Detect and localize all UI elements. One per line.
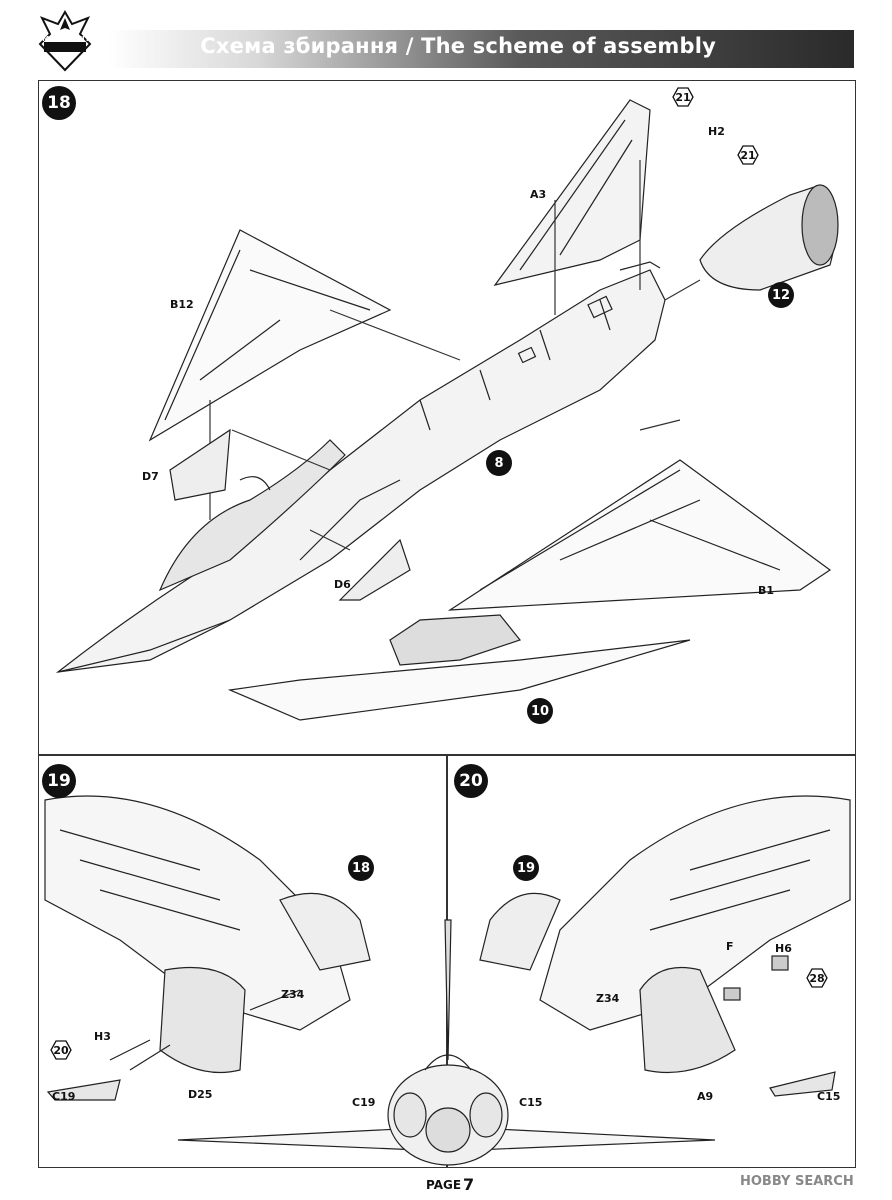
- fuselage-drawing: [55, 261, 666, 673]
- step-20-drawing: [479, 795, 851, 1097]
- part-label-c19-left: C19: [52, 1090, 76, 1103]
- title-bar: [108, 30, 854, 68]
- modelsvit-logo-icon: [38, 10, 92, 72]
- part-label-b12: B12: [170, 298, 194, 311]
- part-label-h2: H2: [708, 125, 725, 138]
- ref-step-10-badge: 10: [527, 698, 553, 724]
- nozzle-drawing: [699, 184, 839, 291]
- hexagon-icon: [672, 87, 694, 107]
- step-18-badge: 18: [42, 86, 76, 120]
- wing-b1-drawing: [447, 459, 832, 611]
- part-label-c15-center: C15: [519, 1096, 543, 1109]
- part-label-b1: B1: [758, 584, 775, 597]
- part-label-c19-center: C19: [352, 1096, 376, 1109]
- step-19-drawing: [44, 795, 371, 1101]
- part-label-d7: D7: [142, 470, 159, 483]
- hexagon-icon: [806, 968, 828, 988]
- brand-name: MODELSVIT: [42, 35, 90, 43]
- ref-step-8-badge: 8: [486, 450, 512, 476]
- part-label-d25: D25: [188, 1088, 213, 1101]
- part-label-h3: H3: [94, 1030, 111, 1043]
- lower-fuselage-drawing: [227, 639, 691, 721]
- part-label-a3: A3: [530, 188, 547, 201]
- ref-step-12-badge: 12: [768, 282, 794, 308]
- hexagon-icon: [50, 1040, 72, 1060]
- ref-step-19-badge: 19: [513, 855, 539, 881]
- part-label-h6: H6: [775, 942, 792, 955]
- part-d6-drawing: [338, 538, 411, 601]
- tail-a3-drawing: [493, 99, 651, 286]
- step-19-badge: 19: [42, 764, 76, 798]
- canopy-drawing: [158, 439, 346, 592]
- hex-marker-21-bottom: 21: [737, 145, 759, 165]
- hex-marker-21-top: 21: [672, 87, 694, 107]
- part-label-c15-right: C15: [817, 1090, 841, 1103]
- part-label-d6: D6: [334, 578, 351, 591]
- page-header: MODELSVIT Схема збирання / The scheme of…: [0, 0, 892, 84]
- part-label-a9: A9: [697, 1090, 714, 1103]
- part-label-f: F: [726, 940, 734, 953]
- part-label-z34-left: Z34: [281, 988, 305, 1001]
- ref-step-18-badge: 18: [348, 855, 374, 881]
- page-label: PAGE: [426, 1178, 462, 1192]
- watermark-text: HOBBY SEARCH: [740, 1174, 854, 1189]
- part-d7-drawing: [169, 428, 231, 501]
- page-number: 7: [463, 1175, 475, 1194]
- hexagon-icon: [737, 145, 759, 165]
- hex-marker-28: 28: [806, 968, 828, 988]
- assembly-arrows: [209, 160, 701, 551]
- step-20-badge: 20: [454, 764, 488, 798]
- front-view-drawing: [177, 919, 716, 1166]
- part-label-z34-right: Z34: [596, 992, 620, 1005]
- page-title: Схема збирання / The scheme of assembly: [200, 34, 716, 58]
- gear-bay-drawing: [389, 614, 522, 666]
- hex-marker-20: 20: [50, 1040, 72, 1060]
- wing-b12-drawing: [148, 229, 392, 442]
